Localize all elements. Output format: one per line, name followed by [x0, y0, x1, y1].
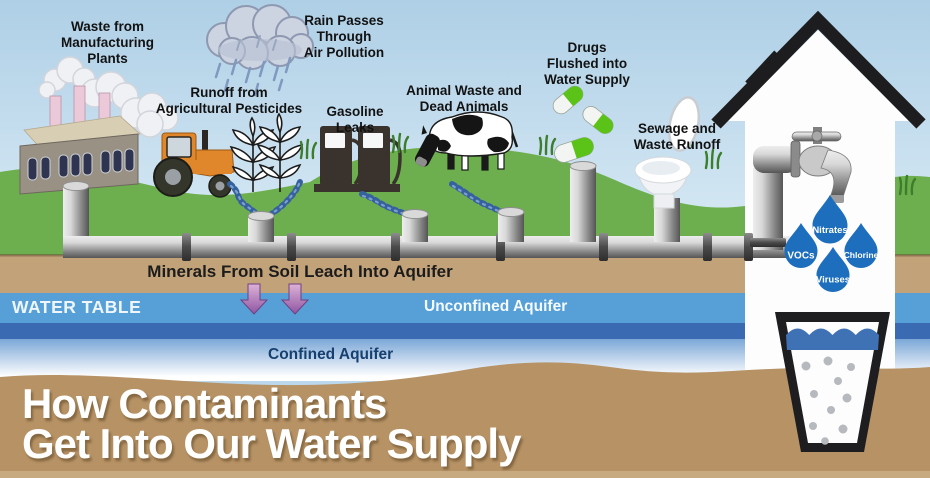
label-drugs-flushed: Drugs Flushed into Water Supply [544, 40, 630, 87]
faucet-icon [750, 127, 852, 250]
label-sewage-runoff: Sewage and Waste Runoff [633, 121, 721, 152]
drop-label-chlorine: Chlorine [844, 250, 879, 260]
grass-hills [0, 146, 930, 258]
label-agricultural-pesticides: Runoff from Agricultural Pesticides [155, 85, 303, 116]
house-icon [711, 10, 926, 380]
label-unconfined-aquifer: Unconfined Aquifer [424, 298, 568, 315]
rain-cloud-icon [206, 4, 314, 97]
label-water-table: WATER TABLE [12, 297, 142, 317]
water-glass-icon [775, 312, 890, 452]
ground [0, 362, 930, 478]
label-gasoline-leaks: Gasoline Leaks [326, 104, 384, 135]
grass-tuft-icon [299, 126, 917, 196]
corn-icon [229, 112, 304, 192]
ground-bottom-strip [0, 471, 930, 478]
label-animal-waste: Animal Waste and Dead Animals [406, 83, 522, 114]
chimney-icon [745, 50, 784, 91]
rain-streaks [214, 56, 292, 97]
label-rain-pollution: Rain Passes Through Air Pollution [303, 13, 385, 60]
smoke-icon [38, 56, 179, 138]
drop-label-viruses: Viruses [816, 275, 850, 286]
confining-layer-band [0, 323, 930, 339]
tractor-icon [153, 130, 235, 198]
label-minerals-leach: Minerals From Soil Leach Into Aquifer [147, 262, 453, 281]
contaminant-dots [801, 356, 855, 445]
toilet-icon [634, 96, 701, 209]
drop-label-vocs: VOCs [787, 251, 815, 262]
label-manufacturing-waste: Waste from Manufacturing Plants [61, 19, 154, 66]
drop-label-nitrates: Nitrates [812, 225, 847, 236]
pills-icon [552, 85, 614, 163]
page-title: How Contaminants Get Into Our Water Supp… [22, 380, 521, 467]
down-arrow-icon [239, 283, 310, 315]
label-confined-aquifer: Confined Aquifer [268, 346, 394, 363]
cow-icon [414, 111, 519, 171]
factory-icon [19, 85, 141, 195]
water-drop-icon: Nitrates VOCs Chlorine Viruses [784, 195, 879, 292]
pipe-icon [62, 161, 790, 261]
factory-windows [27, 148, 135, 181]
